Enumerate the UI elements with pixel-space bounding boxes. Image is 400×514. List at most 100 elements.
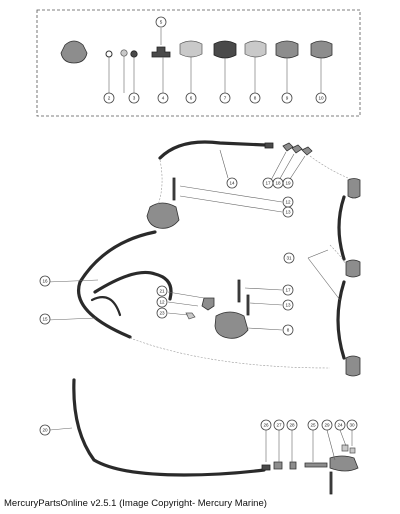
callout-15: 15 xyxy=(39,313,51,325)
top-fittings xyxy=(282,142,313,156)
right-assembly xyxy=(329,178,361,377)
callout-17b: 17 xyxy=(282,284,294,296)
callout-8-inset: 8 xyxy=(249,92,261,104)
callout-12b: 12 xyxy=(156,296,168,308)
svg-text:30: 30 xyxy=(349,423,355,428)
callout-8: 8 xyxy=(282,324,294,336)
svg-text:28: 28 xyxy=(289,423,295,428)
svg-text:24: 24 xyxy=(337,423,343,428)
svg-text:25: 25 xyxy=(310,423,316,428)
main-leaders xyxy=(47,149,353,462)
elbow-fitting xyxy=(201,297,215,311)
callout-31: 31 xyxy=(283,252,295,264)
part-plate-10 xyxy=(310,40,333,59)
bottom-small-parts xyxy=(341,444,356,454)
part-nut-b xyxy=(130,50,138,58)
hose-left-inner xyxy=(93,270,173,301)
svg-text:17: 17 xyxy=(265,181,271,186)
block-lower xyxy=(214,311,249,339)
dash-upper xyxy=(157,159,163,206)
callout-4: 4 xyxy=(157,92,169,104)
callout-16: 16 xyxy=(39,275,51,287)
callout-28: 28 xyxy=(286,419,298,431)
small-nut xyxy=(185,312,196,320)
svg-text:12: 12 xyxy=(285,200,291,205)
bottom-parts-row xyxy=(273,461,328,470)
part-plate-left xyxy=(60,40,88,64)
callout-12: 12 xyxy=(282,196,294,208)
valve-bolt xyxy=(329,471,333,495)
part-plate-9 xyxy=(275,40,299,59)
dash-top-right xyxy=(309,155,356,182)
svg-text:23: 23 xyxy=(159,311,165,316)
svg-text:9: 9 xyxy=(286,96,289,101)
hose-bottom-fitting xyxy=(261,464,271,471)
bolt-upper xyxy=(172,177,176,201)
callout-10: 10 xyxy=(315,92,327,104)
inset-leaders xyxy=(108,28,322,93)
callout-26: 26 xyxy=(260,419,272,431)
svg-text:27: 27 xyxy=(276,423,282,428)
hose-top-fitting xyxy=(264,142,274,149)
svg-text:16: 16 xyxy=(42,279,48,284)
svg-text:14: 14 xyxy=(229,181,235,186)
callout-14: 14 xyxy=(226,177,238,189)
svg-text:29: 29 xyxy=(324,423,330,428)
svg-text:19: 19 xyxy=(285,181,291,186)
part-plate-7 xyxy=(213,40,237,59)
callout-18: 18 xyxy=(272,177,284,189)
svg-text:12: 12 xyxy=(159,300,165,305)
callout-21: 21 xyxy=(156,285,168,297)
hose-top xyxy=(158,140,267,160)
block-upper xyxy=(146,202,180,229)
callout-6: 6 xyxy=(185,92,197,104)
svg-text:17: 17 xyxy=(285,288,291,293)
svg-text:5: 5 xyxy=(160,20,163,25)
callout-9: 9 xyxy=(281,92,293,104)
callout-7: 7 xyxy=(219,92,231,104)
callout-5: 5 xyxy=(155,16,167,28)
callout-2: 2 xyxy=(103,92,115,104)
svg-text:2: 2 xyxy=(108,96,111,101)
svg-text:8: 8 xyxy=(287,328,290,333)
dash-left xyxy=(129,337,331,369)
svg-text:13: 13 xyxy=(285,210,291,215)
bolts-lower xyxy=(237,279,250,316)
svg-text:20: 20 xyxy=(42,428,48,433)
callout-27: 27 xyxy=(273,419,285,431)
hose-bottom xyxy=(72,378,266,477)
part-nut-a xyxy=(120,49,128,57)
callout-17: 17 xyxy=(262,177,274,189)
part-gasket-6 xyxy=(179,40,203,58)
callout-24: 24 xyxy=(334,419,346,431)
callout-19: 19 xyxy=(282,177,294,189)
callout-3: 3 xyxy=(128,92,140,104)
part-gasket-8 xyxy=(244,40,267,58)
svg-text:10: 10 xyxy=(318,96,324,101)
svg-text:6: 6 xyxy=(190,96,193,101)
part-tee xyxy=(151,46,171,58)
hose-left-outer xyxy=(77,230,157,339)
callout-29: 29 xyxy=(321,419,333,431)
callout-13b: 13 xyxy=(282,299,294,311)
callout-20: 20 xyxy=(39,424,51,436)
inset-frame xyxy=(36,9,361,117)
callout-25: 25 xyxy=(307,419,319,431)
svg-text:8: 8 xyxy=(254,96,257,101)
callout-13: 13 xyxy=(282,206,294,218)
svg-text:13: 13 xyxy=(285,303,291,308)
svg-text:3: 3 xyxy=(133,96,136,101)
part-oring xyxy=(105,50,113,58)
valve-body xyxy=(329,455,359,472)
svg-text:7: 7 xyxy=(224,96,227,101)
callout-30: 30 xyxy=(346,419,358,431)
svg-text:18: 18 xyxy=(275,181,281,186)
svg-text:15: 15 xyxy=(42,317,48,322)
image-caption: MercuryPartsOnline v2.5.1 (Image Copyrig… xyxy=(4,498,267,509)
svg-text:4: 4 xyxy=(162,96,165,101)
svg-text:26: 26 xyxy=(263,423,269,428)
svg-text:21: 21 xyxy=(159,289,165,294)
callout-23: 23 xyxy=(156,307,168,319)
inset-parts xyxy=(60,40,333,64)
